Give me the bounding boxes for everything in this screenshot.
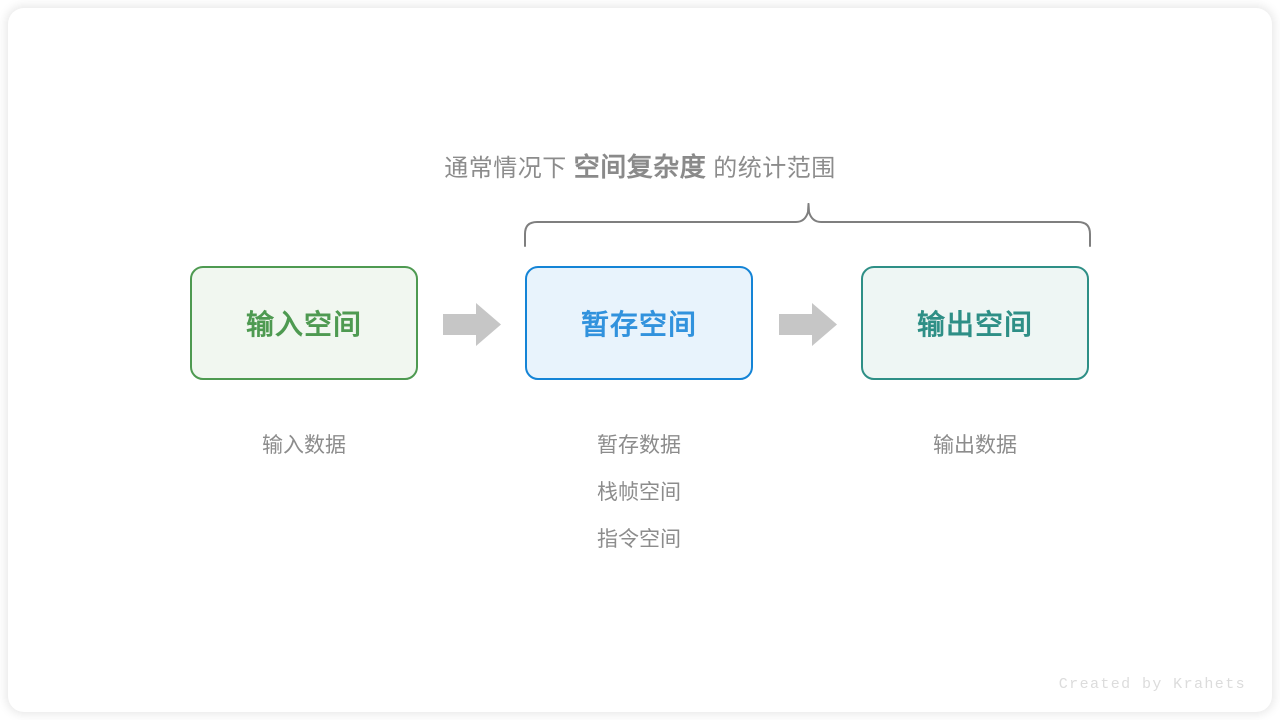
space-boxes-row: 输入空间 暂存空间 输出空间	[0, 266, 1280, 380]
caption-line: 输入数据	[262, 434, 346, 457]
arrow-temp-to-output-icon	[779, 303, 837, 346]
caption-line: 栈帧空间	[597, 481, 681, 504]
headline-suffix: 的统计范围	[713, 155, 836, 182]
headline: 通常情况下空间复杂度的统计范围	[0, 150, 1280, 186]
output-caption: 输出数据	[861, 422, 1089, 469]
box-temp-space-label: 暂存空间	[580, 309, 697, 340]
caption-line: 指令空间	[597, 528, 681, 551]
temp-caption: 暂存数据 栈帧空间 指令空间	[525, 422, 753, 563]
headline-emphasis: 空间复杂度	[573, 152, 707, 182]
box-output-space-label: 输出空间	[916, 309, 1033, 340]
box-input-space-label: 输入空间	[245, 309, 362, 340]
arrow-input-to-temp-icon	[443, 303, 501, 346]
caption-line: 输出数据	[933, 434, 1017, 457]
caption-line: 暂存数据	[597, 434, 681, 457]
scope-brace	[515, 198, 1100, 250]
watermark: Created by Krahets	[1058, 676, 1246, 693]
headline-prefix: 通常情况下	[444, 155, 567, 182]
input-caption: 输入数据	[190, 422, 418, 469]
box-input-space[interactable]: 输入空间	[190, 266, 418, 380]
box-output-space[interactable]: 输出空间	[861, 266, 1089, 380]
box-temp-space[interactable]: 暂存空间	[525, 266, 753, 380]
captions-row: 输入数据 暂存数据 栈帧空间 指令空间 输出数据	[0, 422, 1280, 572]
